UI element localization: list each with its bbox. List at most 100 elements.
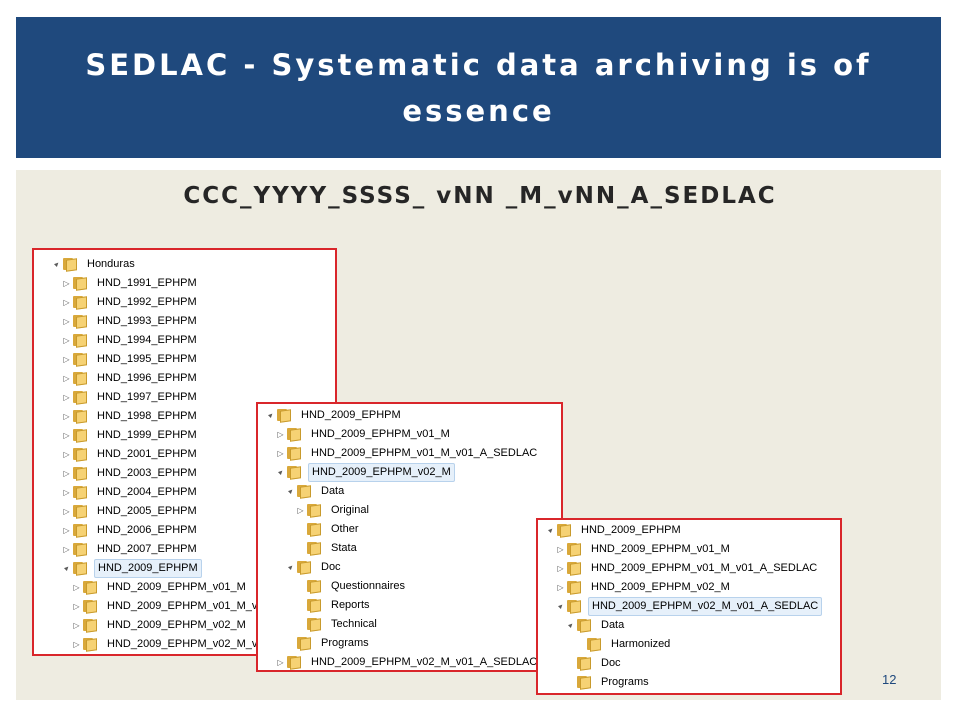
folder-icon	[73, 562, 89, 576]
collapsed-arrow-icon[interactable]: ▷	[63, 431, 70, 440]
tree-item-label: Technical	[331, 618, 377, 630]
collapsed-arrow-icon[interactable]: ▷	[63, 488, 70, 497]
tree-item-label: HND_2005_EPHPM	[97, 505, 197, 517]
collapsed-arrow-icon[interactable]: ▷	[73, 640, 80, 649]
folder-icon	[73, 486, 89, 500]
folder-icon	[557, 524, 573, 538]
tree-item-label: Original	[331, 504, 369, 516]
collapsed-arrow-icon[interactable]: ▷	[63, 469, 70, 478]
slide-title: SEDLAC - Systematic data archiving is of…	[85, 47, 872, 128]
tree-item-label: Questionnaires	[331, 580, 405, 592]
folder-icon	[73, 391, 89, 405]
collapsed-arrow-icon[interactable]: ▷	[63, 279, 70, 288]
tree-item-label: HND_2009_EPHPM_v02_M	[107, 619, 246, 631]
tree-item-label: Honduras	[87, 258, 135, 270]
tree-item-label: HND_2009_EPHPM_v01_M	[311, 428, 450, 440]
folder-icon	[587, 638, 603, 652]
collapsed-arrow-icon[interactable]: ▷	[297, 506, 304, 515]
tree-item-label: HND_2009_EPHPM_v01_M	[107, 581, 246, 593]
tree-item-label: Stata	[331, 542, 357, 554]
collapsed-arrow-icon[interactable]: ▷	[63, 526, 70, 535]
folder-icon	[83, 581, 99, 595]
collapsed-arrow-icon[interactable]: ▷	[63, 355, 70, 364]
tree-item-label: Programs	[601, 676, 649, 688]
folder-icon	[73, 372, 89, 386]
collapsed-arrow-icon[interactable]: ▷	[63, 393, 70, 402]
tree-item-label: HND_2006_EPHPM	[97, 524, 197, 536]
collapsed-arrow-icon[interactable]: ▷	[557, 564, 564, 573]
naming-convention-subtitle: CCC_YYYY_SSSS_ vNN _M_vNN_A_SEDLAC	[183, 183, 777, 209]
collapsed-arrow-icon[interactable]: ▷	[277, 430, 284, 439]
collapsed-arrow-icon[interactable]: ▷	[557, 583, 564, 592]
folder-icon	[73, 505, 89, 519]
folder-icon	[577, 676, 593, 690]
tree-item-label: Reports	[331, 599, 370, 611]
folder-icon	[73, 524, 89, 538]
folder-icon	[307, 542, 323, 556]
collapsed-arrow-icon[interactable]: ▷	[557, 545, 564, 554]
tree-item-label: HND_1999_EPHPM	[97, 429, 197, 441]
tree-item-label: Harmonized	[611, 638, 671, 650]
folder-icon	[73, 467, 89, 481]
tree-item-label: Data	[321, 485, 345, 497]
collapsed-arrow-icon[interactable]: ▷	[63, 507, 70, 516]
explorer-panel-hnd-2009: ▲HND_2009_EPHPM▷HND_2009_EPHPM_v01_M▷HND…	[256, 402, 563, 672]
collapsed-arrow-icon[interactable]: ▷	[63, 374, 70, 383]
folder-icon	[73, 277, 89, 291]
page-number: 12	[882, 672, 897, 687]
folder-icon	[287, 428, 303, 442]
tree-item-label: HND_2009_EPHPM_v02_M	[308, 463, 455, 482]
folder-icon	[287, 447, 303, 461]
folder-icon	[287, 656, 303, 670]
folder-icon	[567, 543, 583, 557]
folder-icon	[297, 637, 313, 651]
folder-icon	[73, 448, 89, 462]
folder-icon	[307, 504, 323, 518]
collapsed-arrow-icon[interactable]: ▷	[63, 336, 70, 345]
tree-item-label: HND_2009_EPHPM_v01_M_v01_A_SEDLAC	[311, 447, 538, 459]
collapsed-arrow-icon[interactable]: ▷	[73, 583, 80, 592]
folder-icon	[73, 353, 89, 367]
tree-item-label: HND_2009_EPHPM	[581, 524, 681, 536]
tree-item-label: HND_1994_EPHPM	[97, 334, 197, 346]
collapsed-arrow-icon[interactable]: ▷	[277, 449, 284, 458]
tree-item-label: HND_2009_EPHPM_v02_M_v01_A_SEDLAC	[311, 656, 538, 668]
collapsed-arrow-icon[interactable]: ▷	[63, 450, 70, 459]
folder-icon	[63, 258, 79, 272]
collapsed-arrow-icon[interactable]: ▷	[63, 317, 70, 326]
folder-icon	[567, 600, 583, 614]
tree-item-label: Programs	[321, 637, 369, 649]
tree-item-label: Data	[601, 619, 625, 631]
folder-icon	[297, 561, 313, 575]
tree-item-label: HND_1991_EPHPM	[97, 277, 197, 289]
collapsed-arrow-icon[interactable]: ▷	[73, 621, 80, 630]
collapsed-arrow-icon[interactable]: ▷	[63, 298, 70, 307]
explorer-panel-sedlac: ▲HND_2009_EPHPM▷HND_2009_EPHPM_v01_M▷HND…	[536, 518, 842, 695]
tree-item-label: Doc	[601, 657, 621, 669]
tree-item-label: Other	[331, 523, 359, 535]
folder-icon	[287, 466, 303, 480]
collapsed-arrow-icon[interactable]: ▷	[63, 412, 70, 421]
folder-icon	[567, 581, 583, 595]
folder-icon	[73, 334, 89, 348]
folder-icon	[567, 562, 583, 576]
title-bar: SEDLAC - Systematic data archiving is of…	[16, 17, 941, 158]
tree-item-label: HND_2003_EPHPM	[97, 467, 197, 479]
folder-icon	[83, 619, 99, 633]
folder-icon	[297, 485, 313, 499]
tree-item-label: HND_2009_EPHPM_v02_M	[591, 581, 730, 593]
tree-item-label: HND_1993_EPHPM	[97, 315, 197, 327]
tree-item-label: HND_2009_EPHPM_v01_M_v01_A_SEDLAC	[591, 562, 818, 574]
folder-icon	[73, 543, 89, 557]
folder-icon	[577, 619, 593, 633]
tree-item-label: HND_2001_EPHPM	[97, 448, 197, 460]
tree-item-label: HND_1992_EPHPM	[97, 296, 197, 308]
collapsed-arrow-icon[interactable]: ▷	[277, 658, 284, 667]
tree-item-label: HND_1997_EPHPM	[97, 391, 197, 403]
collapsed-arrow-icon[interactable]: ▷	[63, 545, 70, 554]
tree-item-label: HND_2009_EPHPM	[94, 559, 202, 578]
folder-icon	[307, 523, 323, 537]
tree-item-label: HND_1995_EPHPM	[97, 353, 197, 365]
folder-icon	[73, 315, 89, 329]
collapsed-arrow-icon[interactable]: ▷	[73, 602, 80, 611]
